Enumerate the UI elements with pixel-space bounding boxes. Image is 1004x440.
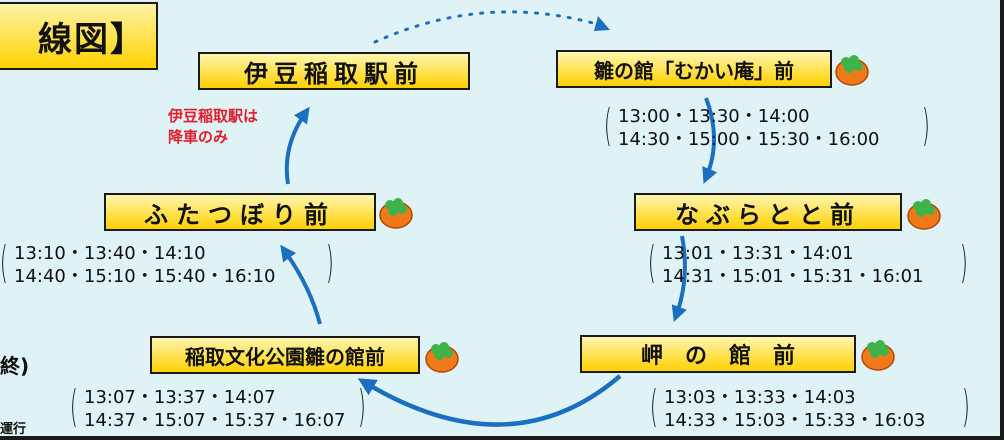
paren-close: ): [358, 381, 366, 432]
time-row: 13:00・13:30・14:00: [618, 106, 810, 127]
arrow-dotted-top: [373, 10, 602, 44]
paren-close: ): [960, 237, 968, 288]
paren-open: (: [650, 381, 658, 432]
arrow-left-lower: [280, 244, 322, 325]
stop-naburatoto: なぶらとと前: [634, 193, 902, 231]
paren-open: (: [0, 237, 8, 288]
arrow-right-lower: [671, 235, 687, 323]
timetable-futatsubori: ( 13:10・13:40・14:10 14:40・15:10・15:40・16…: [0, 238, 340, 290]
arrow-head-top: [594, 16, 610, 31]
note-line: 降車のみ: [168, 128, 229, 146]
stop-izu-inatori-station: 伊豆稲取駅前: [198, 52, 470, 90]
stop-hina-no-yakata-mukaian: 雛の館「むかい庵」前: [556, 50, 832, 88]
timetable-naburatoto: ( 13:01・13:31・14:01 14:31・15:01・15:31・16…: [648, 238, 972, 290]
timetable-misaki: ( 13:03・13:33・14:03 14:33・15:03・15:33・16…: [650, 382, 974, 434]
time-row: 13:03・13:33・14:03: [664, 387, 856, 408]
time-row: 14:37・15:07・15:37・16:07: [84, 410, 346, 431]
frame-right-border: [1000, 0, 1004, 440]
time-row: 14:33・15:03・15:33・16:03: [664, 410, 926, 431]
timetable-mukaian: ( 13:00・13:30・14:00 14:30・15:00・15:30・16…: [604, 101, 934, 153]
time-row: 13:07・13:37・14:07: [84, 387, 276, 408]
stop-label: ふたつぼり前: [144, 200, 336, 229]
end-label: 終): [0, 354, 30, 378]
paren-open: (: [70, 381, 78, 432]
time-row: 14:40・15:10・15:40・16:10: [14, 266, 276, 287]
stop-label: 岬 の 館 前: [640, 344, 795, 369]
timetable-bunka-koen: ( 13:07・13:37・14:07 14:37・15:07・15:37・16…: [70, 382, 370, 434]
note-dropoff-only: 伊豆稲取駅は 降車のみ: [168, 106, 258, 148]
stop-inatori-bunka-koen: 稲取文化公園雛の館前: [150, 336, 420, 374]
stop-label: 稲取文化公園雛の館前: [185, 344, 385, 369]
arrow-bottom: [357, 374, 622, 427]
note-line: 伊豆稲取駅は: [168, 107, 259, 125]
page-title: 線図】: [38, 19, 146, 60]
arrow-left-upper: [284, 106, 310, 185]
stop-futatsubori: ふたつぼり前: [104, 193, 376, 231]
paren-close: ): [922, 100, 930, 151]
paren-open: (: [604, 100, 612, 151]
title-box: 線図】: [0, 2, 158, 70]
stop-label: なぶらとと前: [675, 200, 861, 229]
clover-fruit-icon: [379, 198, 413, 229]
clover-fruit-icon: [907, 199, 941, 230]
paren-open: (: [648, 237, 656, 288]
paren-close: ): [326, 237, 334, 288]
time-row: 14:30・15:00・15:30・16:00: [618, 129, 880, 150]
stop-label: 雛の館「むかい庵」前: [594, 58, 794, 83]
clover-fruit-icon: [835, 55, 869, 86]
paren-close: ): [962, 381, 970, 432]
arrow-right-upper: [702, 97, 718, 184]
stop-misaki-no-yakata: 岬 の 館 前: [580, 335, 856, 373]
frame-bottom-border: [0, 436, 1004, 440]
clover-fruit-icon: [425, 342, 459, 373]
operate-label: 運行: [0, 422, 27, 437]
clover-fruit-icon: [861, 340, 895, 371]
time-row: 13:10・13:40・14:10: [14, 243, 206, 264]
time-row: 13:01・13:31・14:01: [662, 243, 854, 264]
time-row: 14:31・15:01・15:31・16:01: [662, 266, 924, 287]
stop-label: 伊豆稲取駅前: [244, 59, 424, 88]
